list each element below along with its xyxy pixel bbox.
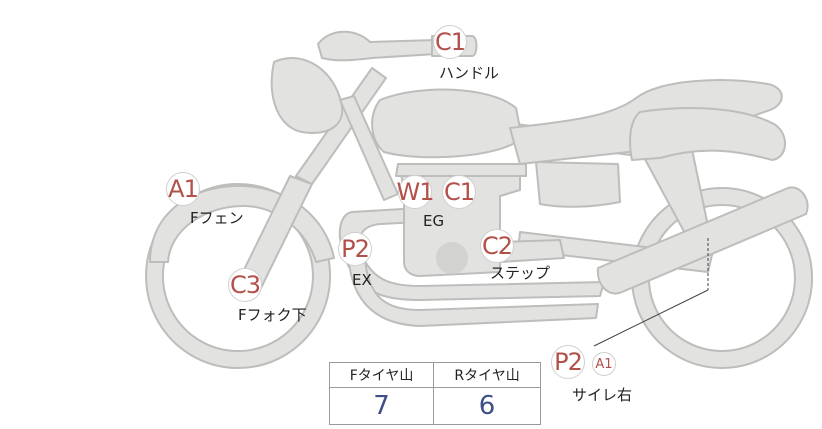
marker-ex: P2 (338, 232, 372, 266)
headlight (270, 57, 343, 134)
side-cover (535, 161, 621, 208)
tail-cowl (629, 107, 786, 161)
silencer-leader-line (593, 289, 709, 347)
label-eg: EG (423, 212, 445, 230)
tire-tread-table: Fタイヤ山 Rタイヤ山 7 6 (328, 362, 541, 425)
handlebar (317, 30, 437, 62)
silencer (596, 186, 809, 295)
rear-wheel (631, 187, 814, 369)
label-ex: EX (352, 271, 372, 289)
engine-cover (395, 163, 527, 177)
rear-tire-header: Rタイヤ山 (433, 362, 541, 388)
marker-eg-c: C1 (442, 175, 476, 209)
rear-tire-value: 6 (433, 387, 541, 425)
front-tire-value: 7 (328, 387, 435, 425)
label-f-fender: Fフェン (190, 209, 244, 227)
label-step: ステップ (490, 264, 551, 282)
marker-step: C2 (480, 229, 514, 263)
tire-tread-value-row: 7 6 (328, 387, 541, 425)
label-handle: ハンドル (439, 64, 500, 82)
marker-handle: C1 (433, 25, 467, 59)
fuel-tank (371, 88, 523, 159)
label-silencer: サイレ右 (572, 386, 633, 404)
marker-f-fender: A1 (166, 172, 200, 206)
marker-f-fork: C3 (228, 268, 262, 302)
marker-silencer: P2 (551, 345, 585, 379)
engine-case-cover (436, 242, 468, 274)
tire-tread-header-row: Fタイヤ山 Rタイヤ山 (328, 362, 541, 388)
marker-silencer-sub: A1 (592, 352, 616, 376)
marker-eg-w: W1 (397, 175, 435, 209)
front-tire-header: Fタイヤ山 (328, 362, 435, 388)
exhaust-pipe-lower (346, 235, 599, 327)
label-f-fork: Fフォク下 (238, 306, 307, 324)
